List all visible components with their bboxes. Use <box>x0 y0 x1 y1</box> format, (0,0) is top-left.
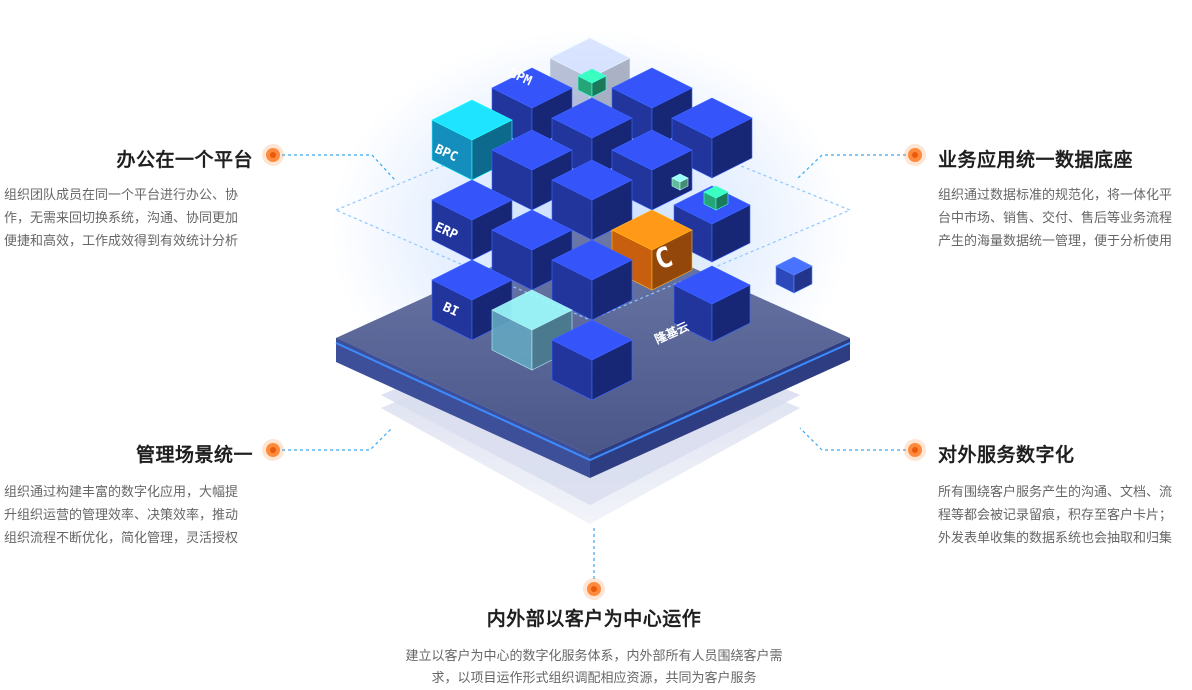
feature-external: 对外服务数字化 <box>938 440 1075 467</box>
feature-customer-desc: 建立以客户为中心的数字化服务体系，内外部所有人员围绕客户需 求，以项目运作形式组… <box>405 649 783 686</box>
cube-floating <box>775 256 813 294</box>
feature-office: 办公在一个平台 <box>116 145 253 172</box>
feature-management-body: 组织通过构建丰富的数字化应用，大幅提 升组织运营的管理效率、决策效率，推动 组织… <box>4 481 256 550</box>
feature-management: 管理场景统一 <box>136 440 253 467</box>
feature-management-title: 管理场景统一 <box>135 444 253 466</box>
dot-external <box>908 443 922 457</box>
feature-business: 业务应用统一数据底座 <box>938 145 1133 172</box>
dot-office <box>266 148 280 162</box>
feature-customer-title: 内外部以客户为中心运作 <box>486 608 702 630</box>
cube-small-green-1 <box>577 68 607 98</box>
connector-office <box>282 154 396 181</box>
cube-bpc <box>431 99 513 181</box>
dot-business <box>908 148 922 162</box>
feature-external-desc: 所有围绕客户服务产生的沟通、文档、流 程等都会被记录留痕，积存至客户卡片； 外发… <box>938 485 1173 546</box>
connector-business <box>797 154 912 179</box>
feature-external-body: 所有围绕客户服务产生的沟通、文档、流 程等都会被记录留痕，积存至客户卡片； 外发… <box>938 481 1190 550</box>
cube-cloud <box>673 265 751 343</box>
feature-external-title: 对外服务数字化 <box>938 444 1075 466</box>
dot-customer <box>587 582 601 596</box>
feature-office-desc: 组织团队成员在同一个平台进行办公、协 作，无需来回切换系统，沟通、协同更加 便捷… <box>4 188 239 249</box>
connector-external <box>799 427 912 451</box>
feature-customer-body: 建立以客户为中心的数字化服务体系，内外部所有人员围绕客户需 求，以项目运作形式组… <box>346 646 842 690</box>
cube-small-green-3 <box>671 173 689 191</box>
feature-office-body: 组织团队成员在同一个平台进行办公、协 作，无需来回切换系统，沟通、协同更加 便捷… <box>4 184 256 253</box>
connector-management <box>282 427 393 451</box>
feature-office-title: 办公在一个平台 <box>116 149 253 171</box>
cube-label-bi: BI <box>440 300 460 320</box>
feature-customer: 内外部以客户为中心运作 <box>346 604 842 631</box>
feature-business-body: 组织通过数据标准的规范化，将一体化平 台中市场、销售、交付、售后等业务流程 产生… <box>938 184 1190 253</box>
feature-business-title: 业务应用统一数据底座 <box>938 149 1134 171</box>
dot-management <box>266 443 280 457</box>
cube-small-green-2 <box>703 185 729 211</box>
cube-lower-center <box>551 239 633 321</box>
feature-management-desc: 组织通过构建丰富的数字化应用，大幅提 升组织运营的管理效率、决策效率，推动 组织… <box>4 485 239 546</box>
feature-business-desc: 组织通过数据标准的规范化，将一体化平 台中市场、销售、交付、售后等业务流程 产生… <box>938 188 1173 249</box>
base-plate-edge <box>335 342 851 462</box>
cube-stack <box>431 37 813 401</box>
cube-bottom-front <box>551 319 633 401</box>
cube-far-right <box>671 97 753 179</box>
